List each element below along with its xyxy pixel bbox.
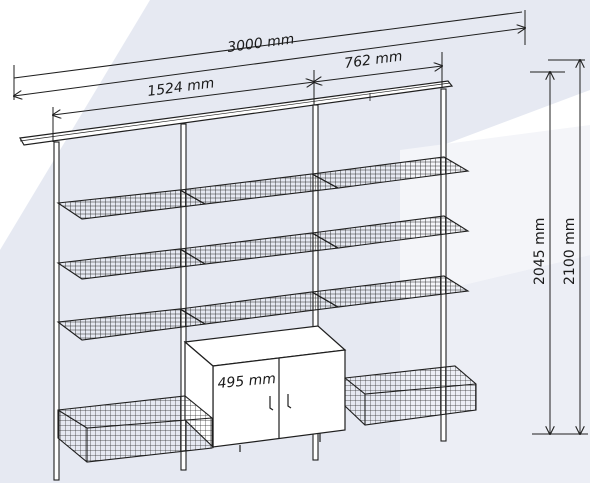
upright-1 [53,141,60,481]
upright-standards [53,88,447,481]
dim-half-section-line [314,66,442,82]
wire-baskets [57,365,477,463]
wire-shelves [56,156,470,341]
basket-right [344,365,477,426]
label-upright-height: 2045 mm [532,218,548,285]
upright-3 [312,104,319,461]
label-half-section-width: 762 mm [343,48,403,71]
dimension-lines [14,10,588,434]
label-overall-height: 2100 mm [562,218,578,285]
dim-section-width-line [53,82,314,115]
upright-2 [180,123,187,471]
shelf-row3-bay3 [310,275,470,308]
shelf-row2-bay3 [310,215,470,249]
door-handle-right [287,394,292,409]
door-handle-left [269,396,274,411]
label-cabinet-depth: 495 mm [217,371,277,392]
basket-left [57,395,213,463]
shelf-row1-bay3 [310,156,470,189]
backdrop-lower-panel [400,255,590,483]
